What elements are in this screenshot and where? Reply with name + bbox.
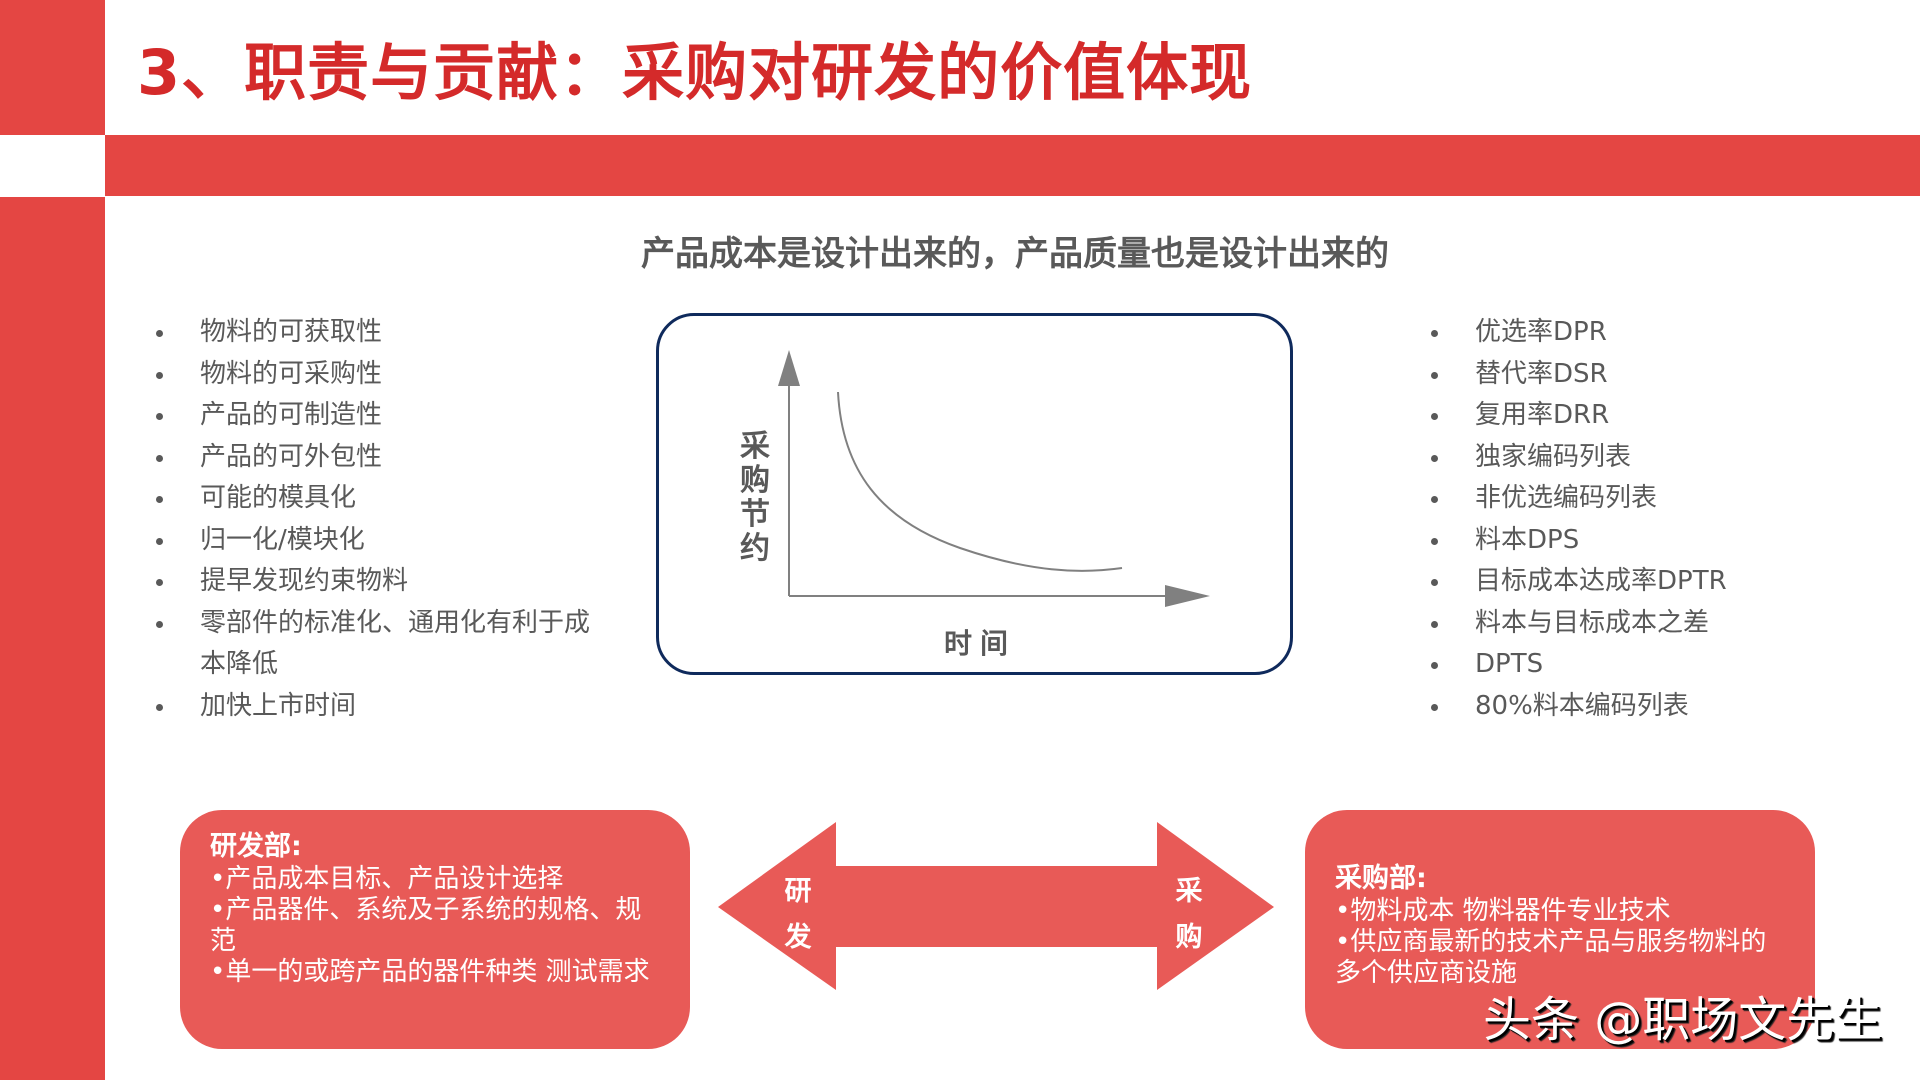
- rd-department-box: 研发部: •产品成本目标、产品设计选择 •产品器件、系统及子系统的规格、规范 •…: [180, 810, 690, 1049]
- list-item-text: 替代率DSR: [1475, 358, 1608, 389]
- rd-box-line: •产品器件、系统及子系统的规格、规范: [210, 895, 642, 956]
- list-item: 复用率DRR: [1431, 395, 1851, 437]
- arrow-label-purchasing-char: 购: [1175, 922, 1203, 953]
- list-item: 产品的可制造性: [156, 395, 626, 437]
- list-item: DPTS: [1431, 644, 1851, 686]
- watermark: 头条 @职场文先生: [1483, 992, 1883, 1048]
- list-item-text: 可能的模具化: [200, 483, 357, 513]
- list-item-text: 物料的可采购性: [200, 358, 383, 389]
- bullet-icon: [156, 703, 163, 711]
- list-item-text: 料本与目标成本之差: [1475, 607, 1710, 638]
- arrow-label-purchasing: 采 购: [1174, 869, 1204, 961]
- list-item: 零部件的标准化、通用化有利于成 本降低: [156, 603, 626, 686]
- bullet-icon: [1431, 496, 1438, 503]
- list-item-text: 复用率DRR: [1475, 400, 1610, 430]
- purchasing-box-line: •物料成本 物料器件专业技术: [1335, 896, 1671, 926]
- list-item-text: 80%料本编码列表: [1475, 690, 1689, 721]
- list-item-text: 提早发现约束物料: [200, 566, 409, 596]
- purchasing-box-title: 采购部:: [1335, 863, 1427, 894]
- list-item-text: 归一化/模块化: [200, 524, 365, 555]
- savings-chart-frame: [656, 313, 1293, 675]
- list-item-text: 料本DPS: [1475, 524, 1580, 555]
- list-item: 非优选编码列表: [1431, 478, 1851, 520]
- bullet-icon: [1431, 454, 1438, 462]
- list-item: 可能的模具化: [156, 478, 626, 520]
- bullet-icon: [1431, 371, 1438, 379]
- double-arrow-icon: [718, 822, 1274, 990]
- list-item: 物料的可获取性: [156, 312, 626, 354]
- list-item-text: 独家编码列表: [1475, 441, 1632, 472]
- list-item-text: 产品的可外包性: [200, 441, 383, 472]
- bullet-icon: [1431, 413, 1438, 420]
- purchasing-box-line: •供应商最新的技术产品与服务物料的多个供应商设施: [1335, 927, 1767, 988]
- list-item: 归一化/模块化: [156, 520, 626, 562]
- bullet-icon: [156, 413, 163, 420]
- metrics-list: 优选率DPR 替代率DSR 复用率DRR 独家编码列表非优选编码列表料本DPS 目标成本…: [1431, 312, 1851, 727]
- x-axis-label: 时间: [943, 627, 1016, 660]
- x-axis-arrow-icon: [1165, 585, 1210, 607]
- arrow-label-rd-char: 发: [784, 922, 812, 953]
- savings-curve: [837, 391, 1123, 572]
- arrow-label-rd: 研 发: [783, 869, 813, 961]
- list-item-text: 产品的可制造性: [200, 400, 383, 430]
- purchasing-department-box: 采购部: •物料成本 物料器件专业技术 •供应商最新的技术产品与服务物料的多个供…: [1305, 810, 1815, 1049]
- rd-box-line: •产品成本目标、产品设计选择: [210, 864, 564, 894]
- list-item-text: 优选率DPR: [1475, 317, 1607, 347]
- list-item: 加快上市时间: [156, 686, 626, 728]
- list-item-text: 目标成本达成率DPTR: [1475, 566, 1727, 596]
- list-item-text: 零部件的标准化、通用化有利于成 本降低: [200, 607, 591, 680]
- rd-box-line: •单一的或跨产品的器件种类 测试需求: [210, 957, 650, 987]
- page-title: 3、职责与贡献：采购对研发的价值体现: [137, 36, 1253, 109]
- list-item: 独家编码列表: [1431, 437, 1851, 479]
- rd-box-title: 研发部:: [210, 831, 302, 862]
- bullet-icon: [156, 330, 163, 337]
- bullet-icon: [1431, 662, 1438, 669]
- bullet-icon: [156, 579, 163, 586]
- list-item: 优选率DPR: [1431, 312, 1851, 354]
- list-item: 料本与目标成本之差: [1431, 603, 1851, 645]
- y-axis-label: 采购节约: [740, 429, 770, 566]
- left-accent-column: [0, 197, 105, 1080]
- arrow-label-rd-char: 研: [784, 876, 812, 907]
- list-item: 物料的可采购性: [156, 354, 626, 396]
- list-item-text: 物料的可获取性: [200, 317, 383, 347]
- bullet-icon: [156, 371, 163, 379]
- bullet-icon: [1431, 620, 1438, 628]
- bullet-icon: [1431, 579, 1438, 586]
- bullet-icon: [156, 454, 163, 462]
- arrow-label-purchasing-char: 采: [1175, 876, 1203, 907]
- bullet-icon: [1431, 537, 1438, 545]
- list-item-text: 加快上市时间: [200, 690, 357, 721]
- bullet-icon: [1431, 330, 1438, 337]
- bullet-icon: [156, 496, 163, 503]
- design-factors-list: 物料的可获取性物料的可采购性产品的可制造性产品的可外包性可能的模具化归一化/模块…: [156, 312, 626, 727]
- y-axis-arrow-icon: [778, 350, 800, 386]
- list-item: 目标成本达成率DPTR: [1431, 561, 1851, 603]
- list-item: 提早发现约束物料: [156, 561, 626, 603]
- header-bar: [105, 135, 1920, 196]
- list-item: 产品的可外包性: [156, 437, 626, 479]
- bullet-icon: [156, 537, 163, 545]
- list-item: 替代率DSR: [1431, 354, 1851, 396]
- list-item: 料本DPS: [1431, 520, 1851, 562]
- list-item: 80%料本编码列表: [1431, 686, 1851, 728]
- list-item-text: DPTS: [1475, 649, 1544, 679]
- left-accent-block-top: [0, 0, 105, 135]
- bullet-icon: [1431, 703, 1438, 711]
- slide-subtitle: 产品成本是设计出来的，产品质量也是设计出来的: [641, 234, 1389, 274]
- list-item-text: 非优选编码列表: [1475, 483, 1658, 513]
- bullet-icon: [156, 620, 163, 628]
